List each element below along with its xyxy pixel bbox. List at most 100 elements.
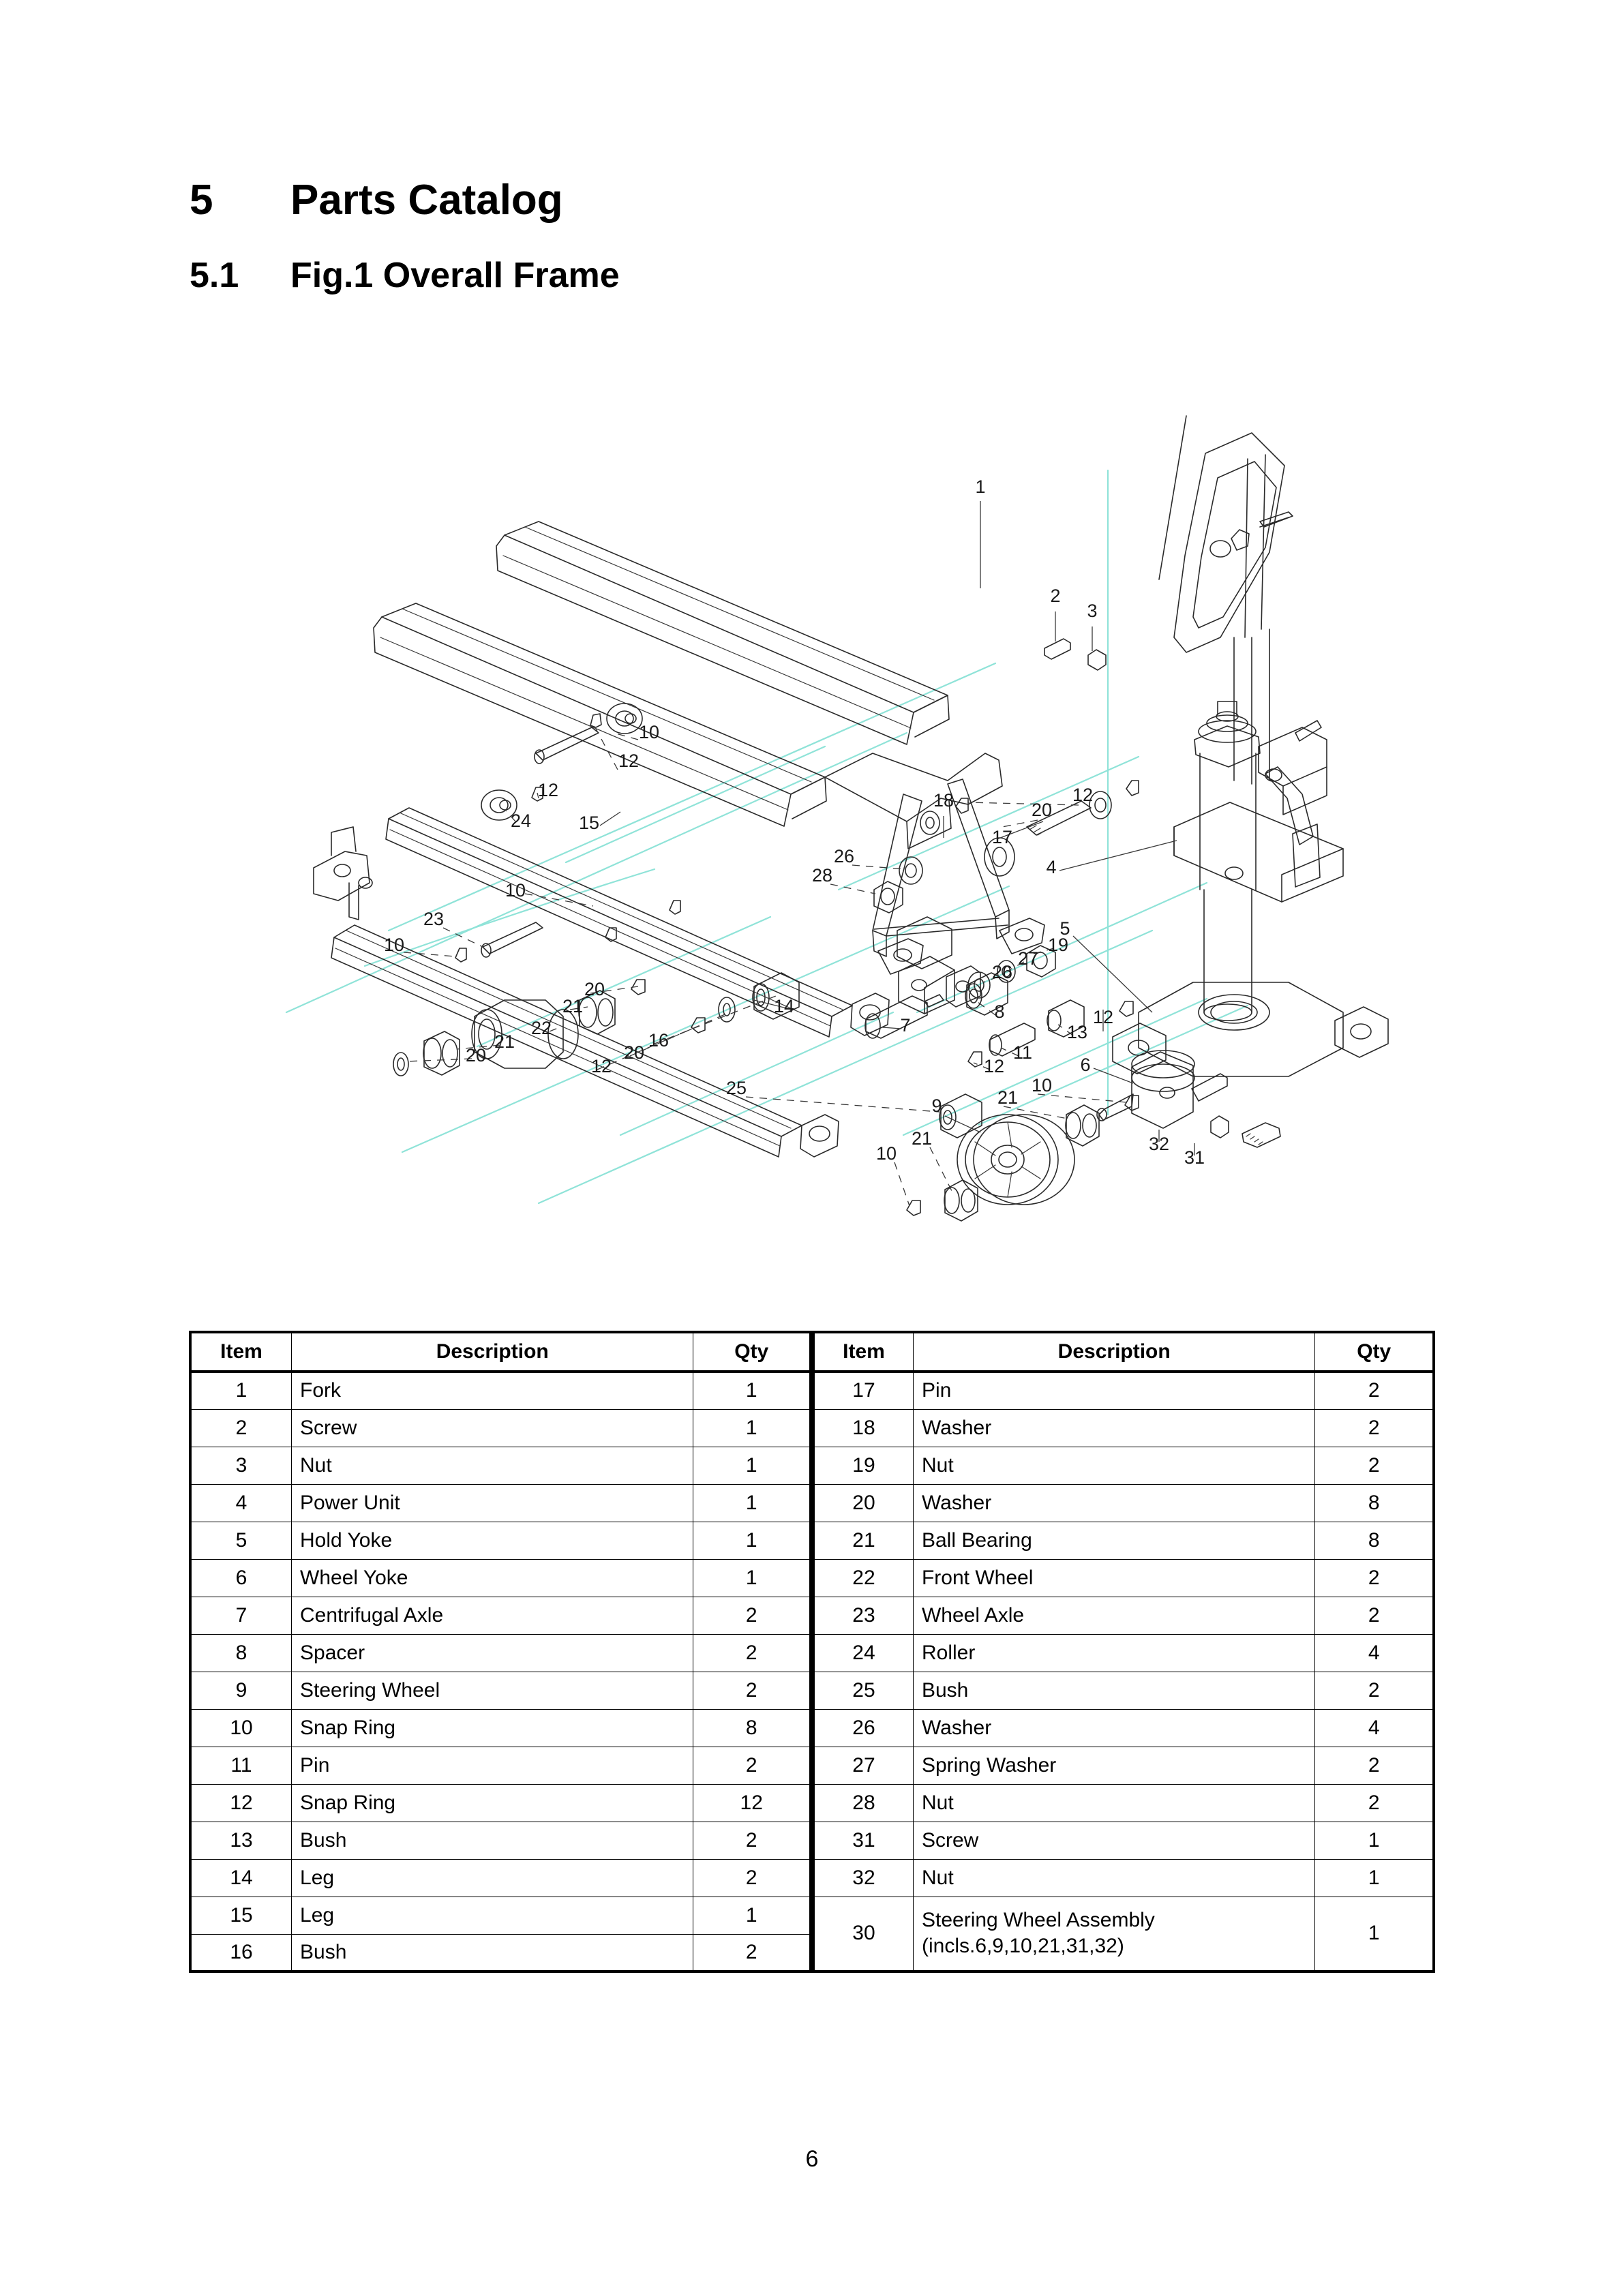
row-description-left: Fork xyxy=(291,1371,694,1410)
row-item-left: 10 xyxy=(190,1708,292,1747)
row-description-left: Hold Yoke xyxy=(291,1521,694,1560)
row-item-right: 26 xyxy=(809,1708,914,1747)
row-item-right: 19 xyxy=(809,1446,914,1485)
row-qty-left: 2 xyxy=(693,1633,813,1672)
row-description-right: Roller xyxy=(912,1633,1316,1672)
callout-label: 22 xyxy=(531,1018,552,1038)
row-qty-right: 2 xyxy=(1314,1746,1434,1785)
row-description-right: Washer xyxy=(912,1408,1316,1447)
row-description-left: Wheel Yoke xyxy=(291,1558,694,1597)
row-description-right: Bush xyxy=(912,1671,1316,1710)
callout-label: 28 xyxy=(812,865,832,886)
callout-label: 12 xyxy=(591,1056,612,1076)
leader-lines xyxy=(403,501,1195,1207)
callout-label: 17 xyxy=(992,827,1012,847)
callout-label: 20 xyxy=(584,979,605,999)
header-description-right: Description xyxy=(912,1331,1316,1373)
header-qty-right: Qty xyxy=(1314,1331,1434,1373)
callout-label: 15 xyxy=(579,813,599,833)
row-description-right: Ball Bearing xyxy=(912,1521,1316,1560)
row-qty-left: 2 xyxy=(693,1596,813,1635)
row-item-left: 6 xyxy=(190,1558,292,1597)
row-item-left: 11 xyxy=(190,1746,292,1785)
row-item-right: 32 xyxy=(809,1858,914,1897)
row-qty-left: 2 xyxy=(693,1821,813,1860)
callout-label: 20 xyxy=(466,1045,486,1066)
power-unit xyxy=(1173,701,1344,1021)
callout-label: 3 xyxy=(1087,601,1097,621)
row-item-left: 13 xyxy=(190,1821,292,1860)
row-description-right: Wheel Axle xyxy=(912,1596,1316,1635)
row-qty-right: 1 xyxy=(1314,1821,1434,1860)
row-description-left: Pin xyxy=(291,1746,694,1785)
section-number: 5 xyxy=(190,177,213,224)
row-qty-left: 2 xyxy=(693,1933,813,1972)
row-qty-right: 4 xyxy=(1314,1633,1434,1672)
row-item-right: 25 xyxy=(809,1671,914,1710)
row-qty-right: 8 xyxy=(1314,1483,1434,1522)
callout-label: 10 xyxy=(876,1143,897,1164)
callout-label: 10 xyxy=(1032,1075,1052,1096)
row-qty-left: 1 xyxy=(693,1446,813,1485)
callout-label: 13 xyxy=(1067,1022,1087,1042)
row-item-left: 14 xyxy=(190,1858,292,1897)
callout-label: 20 xyxy=(624,1042,644,1063)
leg-assembly xyxy=(313,807,981,1158)
callout-label: 1 xyxy=(975,477,985,497)
assembly-description-line2: (incls.6,9,10,21,31,32) xyxy=(921,1935,1124,1958)
row-item-left: 9 xyxy=(190,1671,292,1710)
callout-label: 27 xyxy=(1018,948,1038,969)
row-description-right: Nut xyxy=(912,1858,1316,1897)
row-qty-left: 12 xyxy=(693,1783,813,1822)
row-qty-right: 2 xyxy=(1314,1783,1434,1822)
callout-label: 10 xyxy=(384,935,404,955)
row-item-right: 24 xyxy=(809,1633,914,1672)
subsection-title: Fig.1 Overall Frame xyxy=(290,256,620,295)
row-description-left: Screw xyxy=(291,1408,694,1447)
callout-label: 10 xyxy=(639,722,659,742)
assembly-description: Steering Wheel Assembly (incls.6,9,10,21,… xyxy=(912,1896,1316,1972)
exploded-view-figure: .ln{fill:none;stroke:#2a2a2a;stroke-widt… xyxy=(184,314,1439,1316)
callout-label: 26 xyxy=(992,962,1012,982)
callout-label: 12 xyxy=(618,751,639,771)
row-description-left: Centrifugal Axle xyxy=(291,1596,694,1635)
hold-yoke xyxy=(1112,982,1389,1077)
table-header-row: Item Description Qty Item Description Qt… xyxy=(190,1331,1434,1373)
callout-label: 12 xyxy=(538,780,558,800)
row-qty-right: 2 xyxy=(1314,1596,1434,1635)
row-item-right: 17 xyxy=(809,1371,914,1410)
row-item-right: 22 xyxy=(809,1558,914,1597)
row-description-left: Leg xyxy=(291,1896,694,1935)
callout-label: 19 xyxy=(1048,935,1068,955)
callout-label: 2 xyxy=(1050,586,1060,606)
row-qty-left: 1 xyxy=(693,1371,813,1410)
assembly-description-line1: Steering Wheel Assembly xyxy=(921,1908,1155,1931)
row-item-right: 27 xyxy=(809,1746,914,1785)
callout-label: 16 xyxy=(648,1030,669,1051)
row-item-left: 4 xyxy=(190,1483,292,1522)
callout-label: 32 xyxy=(1149,1134,1169,1154)
page-number: 6 xyxy=(805,2146,819,2172)
header-item-left: Item xyxy=(190,1331,292,1373)
callout-label: 12 xyxy=(1093,1007,1113,1027)
assembly-qty: 1 xyxy=(1314,1896,1434,1972)
construction-axes xyxy=(285,469,1249,1205)
row-description-left: Bush xyxy=(291,1821,694,1860)
row-qty-left: 1 xyxy=(693,1408,813,1447)
fork-assembly xyxy=(373,521,1045,975)
row-description-right: Washer xyxy=(912,1708,1316,1747)
row-qty-left: 2 xyxy=(693,1746,813,1785)
row-description-right: Front Wheel xyxy=(912,1558,1316,1597)
